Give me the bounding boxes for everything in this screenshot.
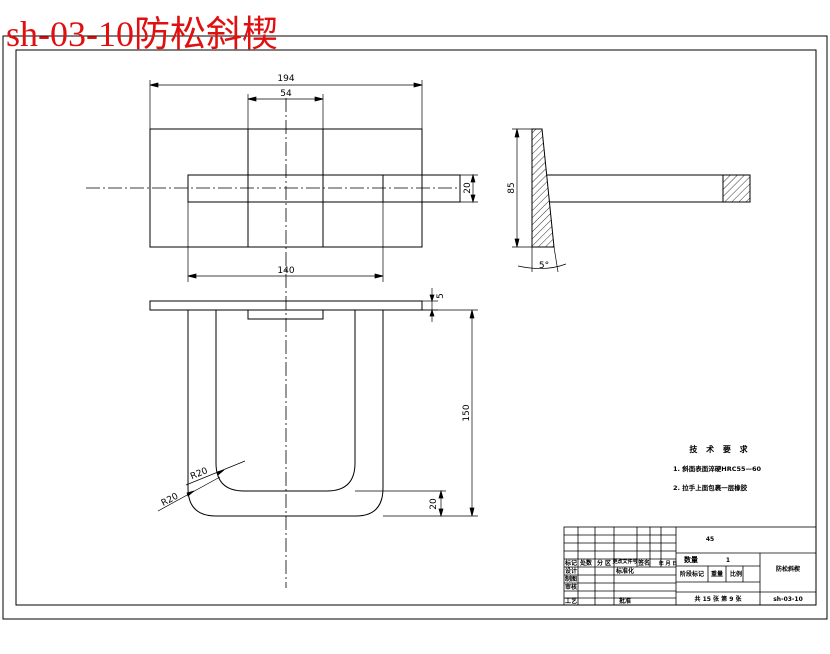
dim-20-bottom-label: 20 <box>429 498 439 510</box>
tech-requirement-1: 1. 斜面表面淬硬HRC55—60 <box>673 464 762 473</box>
title-block-top-center: 45 <box>706 536 714 543</box>
dim-20-top <box>460 173 478 204</box>
tb-fenqu: 分 区 <box>597 559 611 567</box>
dim-5-plate <box>422 288 438 322</box>
dim-85 <box>512 128 532 248</box>
title-block <box>563 526 817 606</box>
dim-20-top-label: 20 <box>463 182 473 194</box>
dim-20-bottom <box>355 489 446 518</box>
dim-5-angle <box>517 246 567 273</box>
tb-zhongliang: 重量 <box>711 570 723 578</box>
tb-part-name: 防松斜楔 <box>776 565 800 573</box>
dim-150 <box>383 309 478 517</box>
dim-85-label: 85 <box>507 182 517 193</box>
drawing-title: sh-03-10防松斜楔 <box>6 14 278 54</box>
tb-sheji: 设计 <box>565 567 577 575</box>
tb-qianming: 签名 <box>637 559 650 567</box>
top-view <box>149 128 461 248</box>
tb-shuliang-value: 1 <box>726 557 730 564</box>
tb-nianyueri: 年 月 日 <box>659 560 677 567</box>
side-view <box>531 128 751 248</box>
outer-border <box>2 35 828 620</box>
dim-5-angle-label: 5° <box>539 261 549 271</box>
tech-requirements-title: 技 术 要 求 <box>689 444 750 454</box>
tb-biaoji: 标记 <box>564 559 577 567</box>
tb-gongyi: 工艺 <box>565 597 577 605</box>
tb-drawing-no: sh-03-10 <box>773 596 803 603</box>
dim-54 <box>247 94 324 129</box>
radius-leaders <box>157 460 246 512</box>
tb-chushu: 处数 <box>579 559 593 567</box>
tb-gengaiwenjian: 更改文件号 <box>612 558 637 565</box>
dim-5-plate-label: 5 <box>436 293 446 299</box>
tb-zhitu: 制图 <box>565 575 577 583</box>
tb-bili: 比例 <box>730 570 742 578</box>
radius-outer-label: R20 <box>160 492 181 509</box>
dim-194-label: 194 <box>277 74 294 84</box>
dim-54-label: 54 <box>280 89 292 99</box>
tb-shenhe: 审核 <box>565 583 577 591</box>
tb-shuliang: 数量 <box>684 555 698 564</box>
tb-biaozhunhua: 标准化 <box>615 567 634 575</box>
inner-frame <box>15 49 817 606</box>
dim-150-label: 150 <box>462 404 472 421</box>
tb-sheet-info: 共 15 张 第 9 张 <box>695 595 743 603</box>
tb-jieduan: 阶段标记 <box>680 570 704 578</box>
dim-140 <box>187 202 384 282</box>
dim-140-label: 140 <box>277 266 294 276</box>
tb-pizhun: 批准 <box>619 597 631 605</box>
dim-194 <box>149 80 423 129</box>
tech-requirement-2: 2. 拉手上面包裹一层橡胶 <box>673 483 748 492</box>
